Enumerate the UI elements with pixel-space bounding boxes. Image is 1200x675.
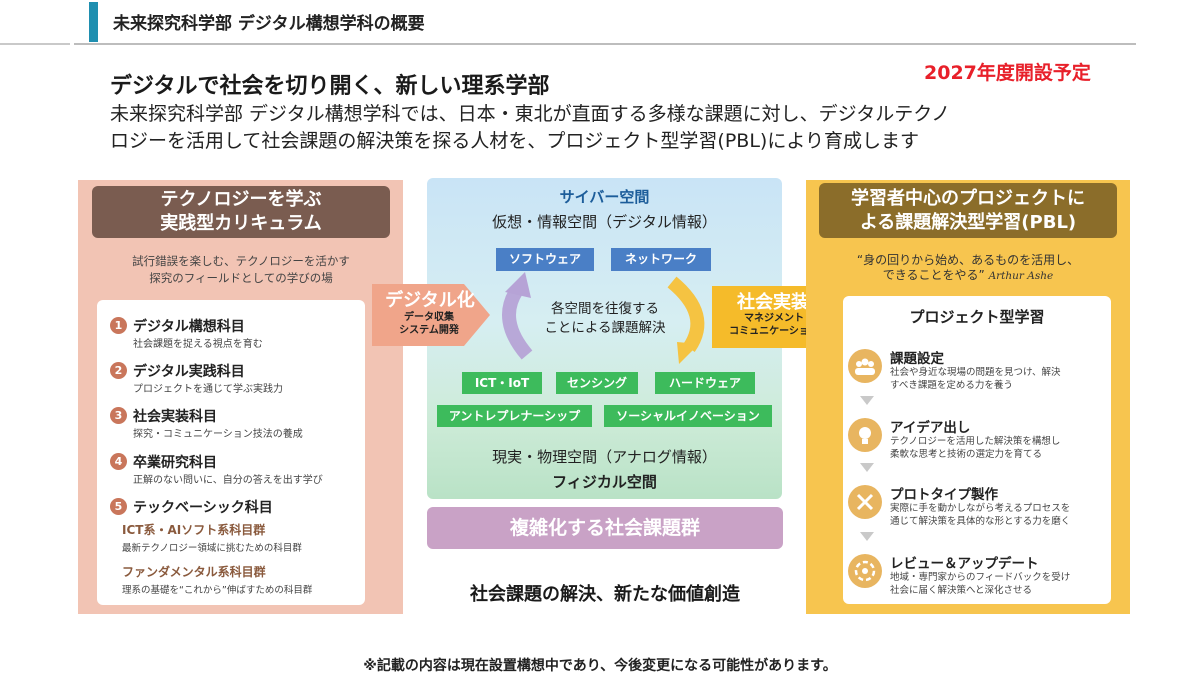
- subject-number: 5: [110, 498, 127, 515]
- cycle-arrow-up-icon: [502, 272, 533, 360]
- people-group-icon: [848, 349, 882, 383]
- cycle-line-2: ことによる課題解決: [544, 320, 666, 336]
- curriculum-heading-line-1: テクノロジーを学ぶ: [160, 189, 322, 210]
- page-title: 未来探究科学部 デジタル構想学科の概要: [113, 14, 425, 34]
- implementation-sub: マネジメント コミュニケーション: [714, 312, 834, 338]
- pbl-heading-line-1: 学習者中心のプロジェクトに: [851, 188, 1085, 209]
- virtual-space-title: 仮想・情報空間（デジタル情報）: [492, 213, 717, 231]
- subject-title: デジタル実践科目: [133, 364, 245, 380]
- pbl-steps-card: [843, 296, 1111, 604]
- subject-number: 1: [110, 317, 127, 334]
- subject-desc: 社会課題を捉える視点を育む: [133, 339, 263, 350]
- digitalization-sub-2: システム開発: [399, 325, 459, 336]
- pbl-heading-line-2: よる課題解決型学習(PBL): [859, 212, 1077, 233]
- social-issues-box: 複雑化する社会課題群: [427, 507, 783, 549]
- subject-number: 3: [110, 407, 127, 424]
- step-desc: 地域・専門家からのフィードバックを受け 社会に届く解決策へと深化させる: [890, 572, 1071, 596]
- implementation-arrow-icon: [712, 286, 832, 348]
- step-title: アイデア出し: [890, 420, 971, 436]
- subject-group-ict: ICT系・AIソフト系科目群 最新テクノロジー領域に挑むための科目群: [122, 521, 302, 554]
- digitalization-sub-1: データ収集: [404, 312, 454, 323]
- subject-desc: プロジェクトを通じて学ぶ実践力: [133, 384, 283, 395]
- subject-group-fundamental: ファンダメンタル系科目群 理系の基礎を“これから”伸ばすための科目群: [122, 563, 312, 596]
- quote-line-1: “身の回りから始め、あるものを活用し、: [856, 253, 1080, 267]
- step-desc: 実際に手を動かしながら考えるプロセスを 通じて解決策を具体的な形とする力を磨く: [890, 503, 1071, 527]
- step-title: 課題設定: [890, 351, 944, 367]
- implementation-sub-1: マネジメント: [744, 313, 804, 324]
- step-desc: テクノロジーを活用した解決策を構想し 柔軟な思考と技術の選定力を育てる: [890, 436, 1061, 460]
- pbl-steps-title: プロジェクト型学習: [909, 308, 1045, 326]
- subject-group-title: ICT系・AIソフト系科目群: [122, 523, 266, 537]
- tag-social-innovation: ソーシャルイノベーション: [604, 405, 772, 427]
- subjects-card: [97, 300, 365, 605]
- implementation-label: 社会実装: [737, 292, 809, 313]
- physical-space-title: 現実・物理空間（アナログ情報）: [492, 448, 717, 466]
- curriculum-note-line-1: 試行錯誤を楽しむ、テクノロジーを活かす: [132, 254, 350, 268]
- subject-desc: 探究・コミュニケーション技法の養成: [133, 429, 303, 440]
- opening-date-badge: 2027年度開設予定: [924, 62, 1091, 84]
- intro-line-1: 未来探究科学部 デジタル構想学科では、日本・東北が直面する多様な課題に対し、デジ…: [110, 103, 951, 125]
- tools-icon: [848, 485, 882, 519]
- subject-group-desc: 理系の基礎を“これから”伸ばすための科目群: [122, 585, 313, 596]
- subject-number: 2: [110, 362, 127, 379]
- value-creation-text: 社会課題の解決、新たな価値創造: [470, 584, 740, 605]
- tag-sensing: センシング: [556, 372, 638, 394]
- step-arrow-icon: [860, 532, 874, 541]
- digitalization-arrow-icon: [372, 284, 490, 346]
- header-divider: [74, 43, 1136, 45]
- quote-author: Arthur Ashe: [988, 270, 1054, 282]
- subject-desc: 正解のない問いに、自分の答えを出す学び: [133, 475, 323, 486]
- subject-number: 4: [110, 453, 127, 470]
- cycle-line-1: 各空間を往復する: [551, 301, 659, 317]
- cycle-description: 各空間を往復する ことによる課題解決: [510, 300, 700, 338]
- cycle-arrow-down-icon: [667, 276, 705, 364]
- physical-space-name: フィジカル空間: [552, 473, 657, 491]
- subject-title: デジタル構想科目: [133, 319, 245, 335]
- curriculum-heading-line-2: 実践型カリキュラム: [160, 213, 322, 234]
- subject-group-desc: 最新テクノロジー領域に挑むための科目群: [122, 543, 302, 554]
- tag-software: ソフトウェア: [496, 248, 594, 271]
- curriculum-note: 試行錯誤を楽しむ、テクノロジーを活かす 探究のフィールドとしての学びの場: [95, 253, 387, 287]
- cycle-arrows: [502, 272, 705, 364]
- tag-network: ネットワーク: [611, 248, 711, 271]
- subject-title: 社会実装科目: [133, 409, 217, 425]
- pbl-heading: 学習者中心のプロジェクトに よる課題解決型学習(PBL): [819, 183, 1117, 238]
- subject-title: テックベーシック科目: [133, 500, 273, 516]
- digitalization-label: デジタル化: [385, 290, 475, 311]
- digitalization-sub: データ収集 システム開発: [384, 311, 474, 337]
- header-divider-left: [0, 43, 70, 45]
- cycle-people-icon: [848, 554, 882, 588]
- curriculum-note-line-2: 探究のフィールドとしての学びの場: [149, 271, 333, 285]
- quote-line-2: できることをやる” Arthur Ashe: [830, 266, 1106, 283]
- subject-title: 卒業研究科目: [133, 455, 217, 471]
- step-arrow-icon: [860, 396, 874, 405]
- tag-hardware: ハードウェア: [655, 372, 755, 394]
- lightbulb-icon: [848, 418, 882, 452]
- subject-group-title: ファンダメンタル系科目群: [122, 565, 266, 579]
- header-accent-bar: [89, 2, 98, 42]
- tag-entrepreneurship: アントレプレナーシップ: [437, 405, 592, 427]
- step-desc: 社会や身近な現場の問題を見つけ、解決 すべき課題を定める力を養う: [890, 367, 1061, 391]
- quote-line-2-text: できることをやる”: [882, 268, 985, 282]
- tag-ict-iot: ICT・IoT: [462, 372, 542, 394]
- step-arrow-icon: [860, 463, 874, 472]
- headline: デジタルで社会を切り開く、新しい理系学部: [110, 74, 550, 99]
- intro-line-2: ロジーを活用して社会課題の解決策を探る人材を、プロジェクト型学習(PBL)により…: [110, 130, 919, 152]
- footnote: ※記載の内容は現在設置構想中であり、今後変更になる可能性があります。: [363, 658, 837, 674]
- curriculum-heading: テクノロジーを学ぶ 実践型カリキュラム: [92, 186, 390, 238]
- cyber-space-title: サイバー空間: [559, 188, 650, 206]
- step-title: プロトタイプ製作: [890, 487, 998, 503]
- step-title: レビュー＆アップデート: [890, 556, 1039, 572]
- implementation-sub-2: コミュニケーション: [729, 326, 819, 337]
